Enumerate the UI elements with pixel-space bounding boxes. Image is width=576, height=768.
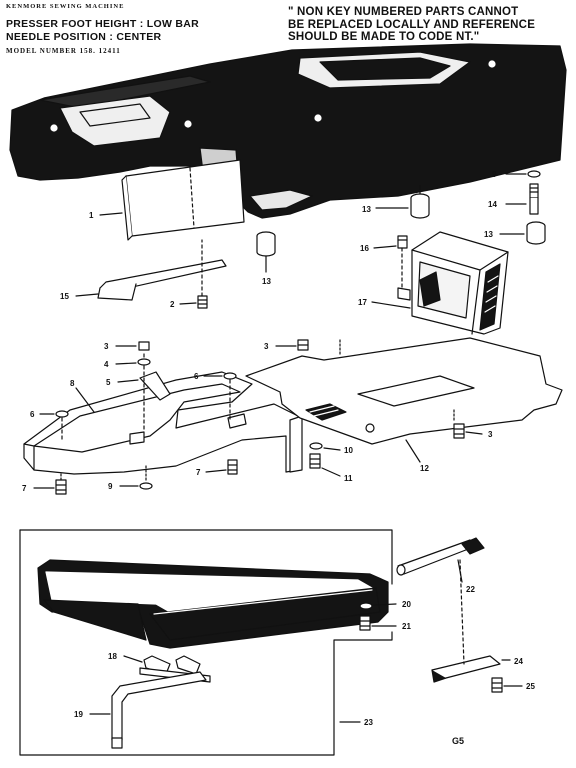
part-4-washer: [137, 358, 151, 366]
callout-7-left: 7: [22, 484, 27, 493]
callout-1: 1: [89, 211, 94, 220]
callout-13-middle: 13: [362, 205, 371, 214]
part-3-screw-c: [453, 423, 465, 439]
callout-3b: 3: [264, 342, 269, 351]
callout-15: 15: [60, 292, 69, 301]
callout-21: 21: [402, 622, 411, 631]
callout-20: 20: [402, 600, 411, 609]
part-2-screw: [197, 239, 208, 309]
part-16-screw: [397, 235, 408, 293]
part-23-accessory-box: [37, 559, 389, 649]
part-6-washer-b: [55, 410, 69, 441]
callout-23: 23: [364, 718, 373, 727]
brand-title: KENMORE SEWING MACHINE: [6, 3, 125, 10]
machine-base-casting: [9, 43, 567, 219]
part-24-clamp: [431, 559, 501, 683]
part-6-washer-a: [223, 372, 237, 421]
part-5-clip: [139, 353, 171, 431]
callout-13-right: 13: [484, 230, 493, 239]
callout-10: 10: [344, 446, 353, 455]
part-13-bushing-left: [256, 231, 276, 273]
callout-8: 8: [70, 379, 75, 388]
part-11-screw: [309, 453, 321, 469]
callout-12: 12: [420, 464, 429, 473]
leader-11: [321, 467, 341, 477]
leader-16: [373, 245, 397, 249]
presser-foot-spec: PRESSER FOOT HEIGHT : LOW BAR: [6, 18, 200, 30]
leader-4: [115, 362, 137, 365]
callout-22: 22: [466, 585, 475, 594]
note-line-1: " NON KEY NUMBERED PARTS CANNOT: [288, 6, 519, 18]
callout-19: 19: [74, 710, 83, 719]
part-19-hex-wrench: [111, 671, 207, 749]
leader-3c: [465, 431, 483, 435]
model-number: MODEL NUMBER 158. 12411: [6, 47, 121, 55]
part-20-washer: [359, 602, 373, 610]
callout-16: 16: [360, 244, 369, 253]
leader-8: [75, 387, 95, 413]
leader-5: [117, 379, 139, 383]
part-10-washer: [309, 442, 323, 450]
needle-position-spec: NEEDLE POSITION : CENTER: [6, 31, 162, 43]
part-21-screw: [359, 615, 371, 631]
callout-13-left: 13: [262, 277, 271, 286]
part-9-washer-left: [139, 465, 153, 490]
part-12-bottom-plate: [245, 337, 563, 445]
leader-1: [99, 212, 123, 216]
part-9-washer-right: [527, 170, 541, 178]
part-17-motor-housing: [397, 231, 509, 335]
part-22-rod: [396, 537, 485, 576]
leader-10: [323, 447, 341, 451]
leader-17: [371, 301, 411, 309]
part-15-shaft: [97, 259, 227, 301]
leader-12: [405, 439, 421, 463]
part-3-screw-a: [138, 341, 150, 351]
part-13-bushing-right: [526, 221, 546, 245]
part-25-screw: [491, 677, 503, 693]
leader-2: [179, 302, 197, 305]
callout-3a: 3: [104, 342, 109, 351]
callout-25: 25: [526, 682, 535, 691]
callout-6b: 6: [30, 410, 35, 419]
callout-4: 4: [104, 360, 109, 369]
leader-22: [457, 559, 463, 583]
note-line-2: BE REPLACED LOCALLY AND REFERENCE: [288, 18, 536, 31]
callout-9-left: 9: [108, 482, 113, 491]
replacement-note: " NON KEY NUMBERED PARTS CANNOT BE REPLA…: [288, 6, 573, 44]
note-line-3: SHOULD BE MADE TO CODE NT.": [288, 31, 480, 43]
callout-6a: 6: [194, 372, 199, 381]
part-8-bed-plate: [23, 371, 303, 475]
part-7-screw-left: [55, 473, 67, 495]
part-1-cover-plate: [121, 159, 245, 241]
part-14-spring-stud: [529, 183, 539, 215]
callout-14: 14: [488, 200, 497, 209]
callout-17: 17: [358, 298, 367, 307]
leader-18: [123, 655, 143, 663]
callout-5: 5: [106, 378, 111, 387]
leader-20: [373, 603, 397, 606]
callout-24: 24: [514, 657, 523, 666]
page-code: G5: [452, 736, 464, 746]
part-13-bushing-middle: [410, 185, 430, 219]
callout-18: 18: [108, 652, 117, 661]
callout-11: 11: [344, 474, 353, 483]
part-23-accessory-frame: [19, 529, 393, 756]
callout-3c: 3: [488, 430, 493, 439]
leader-7-middle: [205, 469, 227, 473]
callout-9-right: 9: [492, 170, 497, 179]
callout-2: 2: [170, 300, 175, 309]
part-7-screw-middle: [227, 459, 238, 475]
callout-7-middle: 7: [196, 468, 201, 477]
leader-15: [75, 293, 99, 297]
part-3-screw-b: [297, 339, 309, 351]
